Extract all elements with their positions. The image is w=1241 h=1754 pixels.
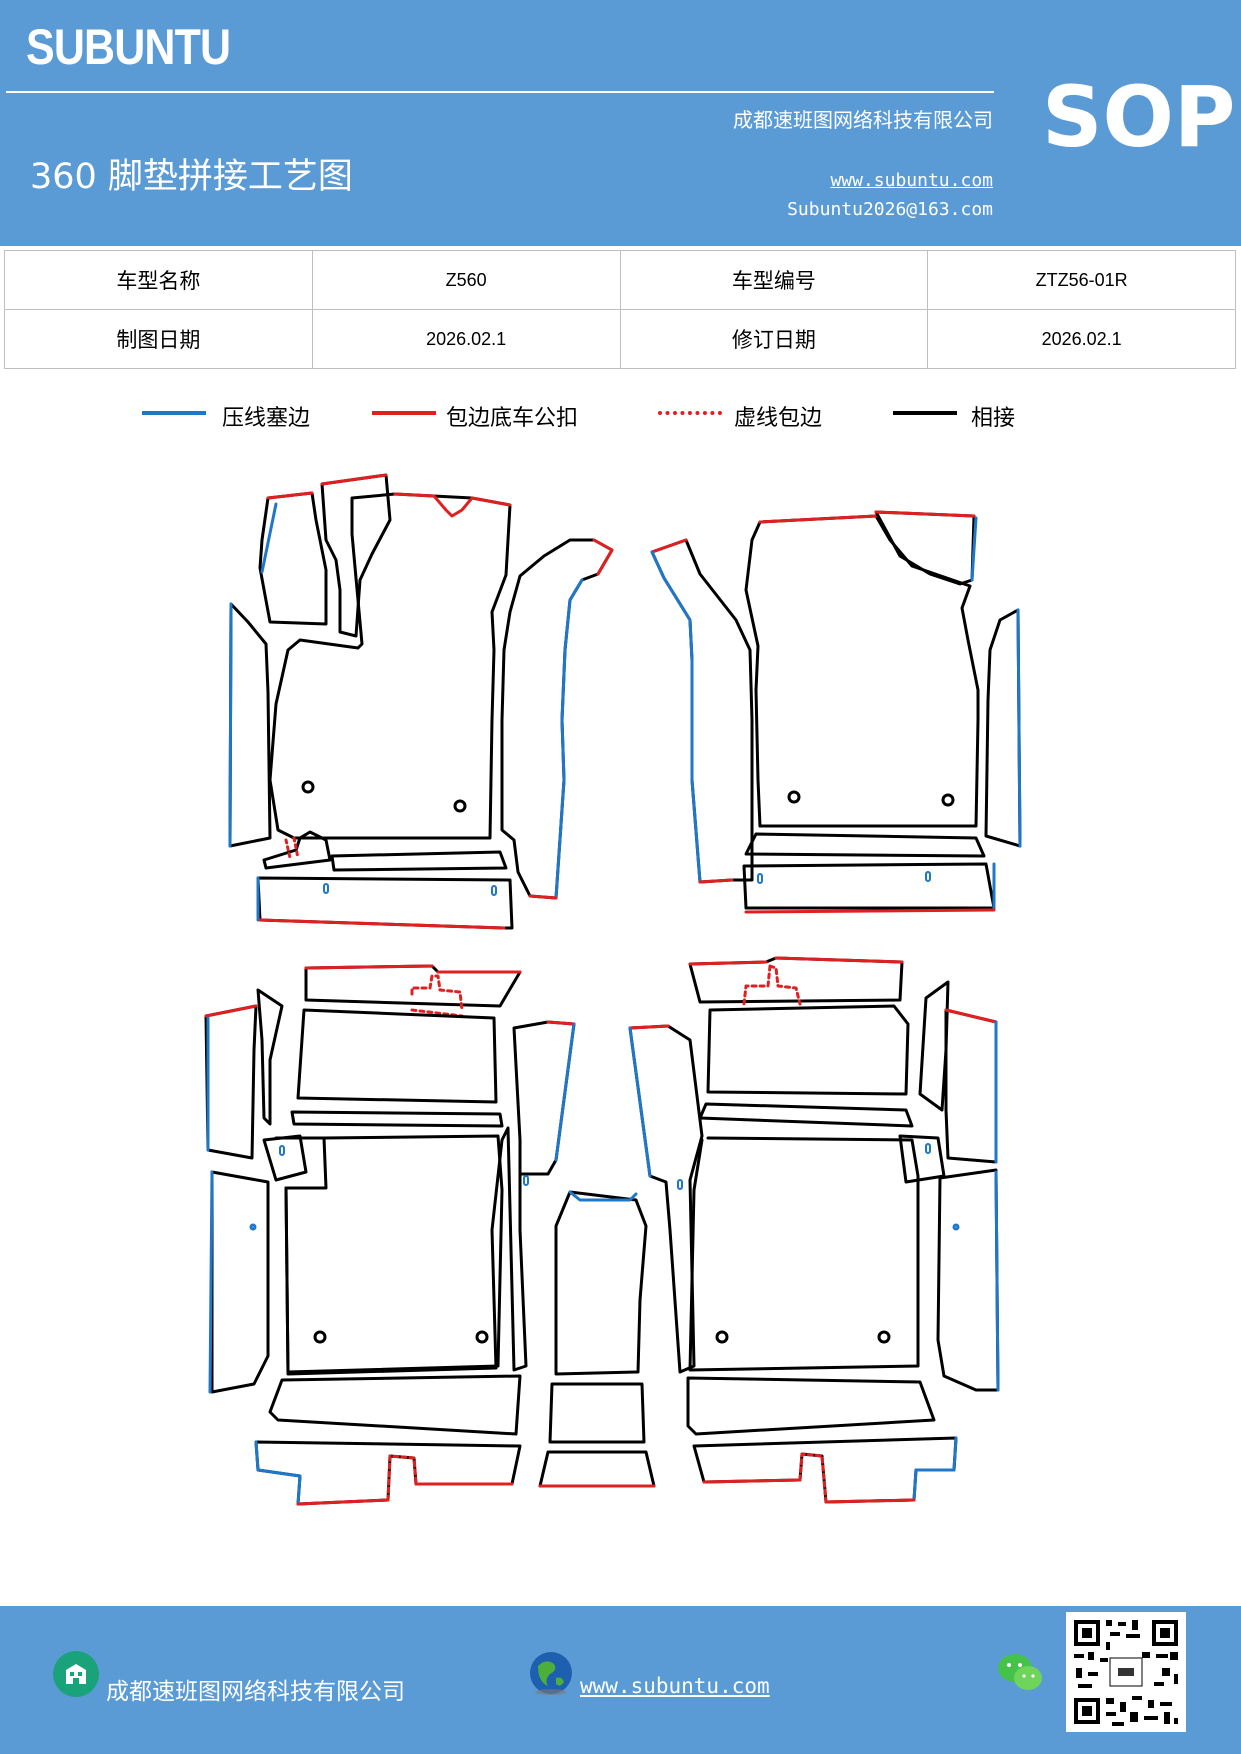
- table-row: 制图日期 2026.02.1 修订日期 2026.02.1: [4, 309, 1236, 369]
- footer-website-link[interactable]: www.subuntu.com: [580, 1674, 770, 1698]
- revision-date-label: 修订日期: [619, 309, 929, 369]
- building-icon: [53, 1651, 99, 1697]
- model-name-value: Z560: [311, 250, 621, 310]
- legend-swatch: [142, 411, 206, 415]
- front-left-mat-group: [228, 473, 614, 930]
- legend-label: 压线塞边: [222, 406, 311, 431]
- legend-label: 虚线包边: [734, 406, 823, 431]
- center-tunnel-mat-group: [538, 1190, 656, 1488]
- qr-code[interactable]: [1066, 1612, 1186, 1732]
- revision-date-value: 2026.02.1: [927, 309, 1236, 369]
- legend-swatch: [372, 411, 436, 415]
- model-code-value: ZTZ56-01R: [927, 250, 1236, 310]
- model-code-label: 车型编号: [619, 250, 929, 310]
- rear-right-mat-group: [628, 956, 1000, 1504]
- rear-left-mat-group: [204, 964, 576, 1506]
- header-company-name: 成都速班图网络科技有限公司: [733, 108, 993, 132]
- draw-date-label: 制图日期: [4, 309, 313, 369]
- legend-label: 包边底车公扣: [446, 406, 579, 431]
- legend-swatch: [893, 411, 957, 415]
- front-right-mat-group: [650, 510, 1022, 914]
- sop-badge: SOP: [1042, 68, 1236, 166]
- header-website-link[interactable]: www.subuntu.com: [830, 170, 993, 191]
- legend-swatch: [658, 411, 722, 415]
- page-title: 360 脚垫拼接工艺图: [30, 157, 353, 197]
- footer-banner: 成都速班图网络科技有限公司 www.subuntu.com: [0, 1606, 1241, 1754]
- globe-icon: [530, 1652, 572, 1695]
- draw-date-value: 2026.02.1: [311, 309, 621, 369]
- header-divider: [6, 91, 994, 93]
- model-name-label: 车型名称: [4, 250, 313, 310]
- footer-company-name: 成都速班图网络科技有限公司: [106, 1679, 405, 1705]
- header-email[interactable]: Subuntu2026@163.com: [787, 199, 993, 220]
- brand-logo: SUBUNTU: [26, 19, 231, 75]
- table-row: 车型名称 Z560 车型编号 ZTZ56-01R: [4, 250, 1236, 310]
- qr-code-graphic: [1066, 1612, 1186, 1732]
- wechat-icon: [998, 1654, 1042, 1690]
- legend-label: 相接: [971, 406, 1016, 431]
- vehicle-info-table: 车型名称 Z560 车型编号 ZTZ56-01R 制图日期 2026.02.1 …: [4, 250, 1236, 369]
- header-banner: SUBUNTU 成都速班图网络科技有限公司 www.subuntu.com Su…: [0, 0, 1241, 246]
